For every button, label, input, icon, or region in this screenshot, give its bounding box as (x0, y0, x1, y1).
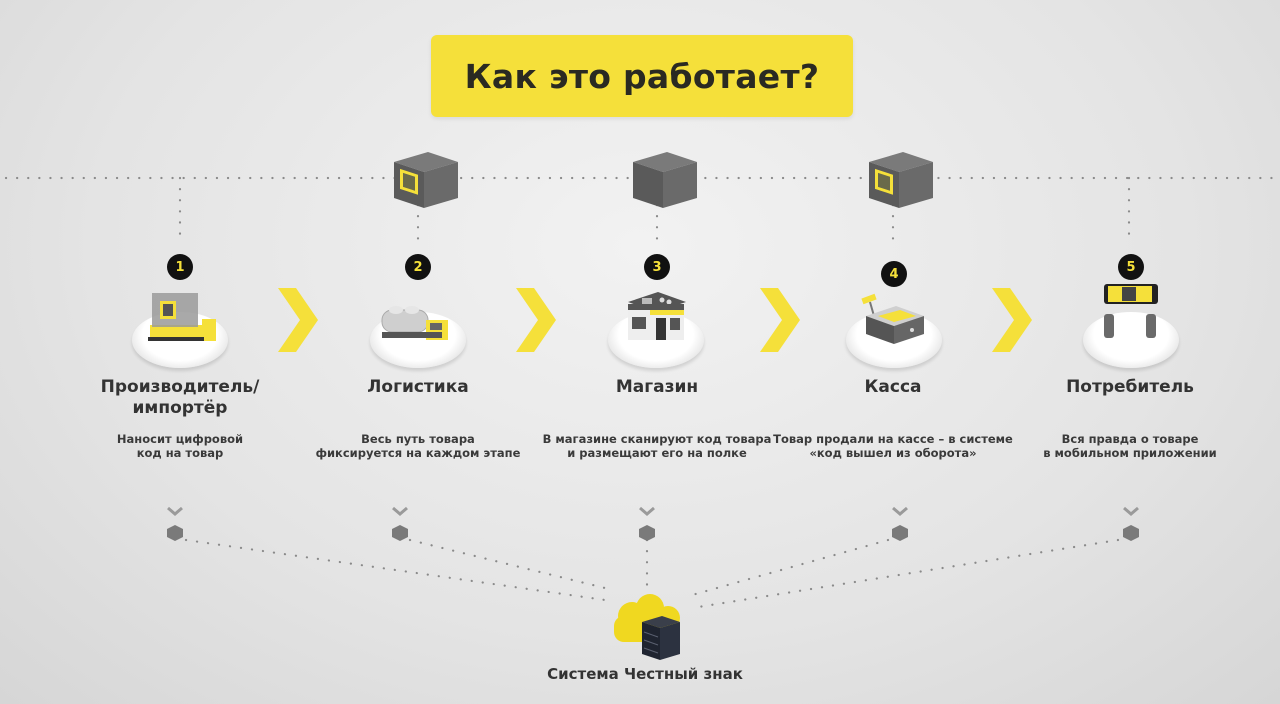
page-title: Как это работает? (464, 56, 820, 96)
cloud-server-icon (614, 594, 680, 660)
chevron-down-icon (392, 506, 408, 516)
step-title: Производитель/ (100, 377, 260, 397)
node-hexagon-icon (392, 525, 408, 541)
step-to-system-markers (167, 506, 1139, 541)
step-description-line2: фиксируется на каждом этапе (315, 446, 521, 460)
phone-scan-icon (1104, 284, 1158, 338)
chevron-right-icon (278, 288, 318, 352)
node-hexagon-icon (1123, 525, 1139, 541)
chevron-down-icon (639, 506, 655, 516)
step-title: Потребитель (1066, 377, 1194, 397)
step-description: В магазине сканируют код товара (542, 432, 772, 446)
step-number-badge: 2 (405, 254, 431, 280)
factory-icon (148, 293, 216, 341)
node-hexagon-icon (892, 525, 908, 541)
pedestal (1083, 312, 1179, 368)
step-description-line2: «код вышел из оборота» (809, 446, 977, 460)
truck-icon (381, 306, 448, 340)
box-icon (633, 152, 697, 208)
step-description: Товар продали на кассе – в системе (773, 432, 1013, 446)
store-icon (628, 292, 686, 340)
step-description: Наносит цифровой (116, 432, 244, 446)
chevron-right-icon (516, 288, 556, 352)
step-title: Магазин (615, 377, 699, 397)
step-title-line2: импортёр (132, 398, 228, 418)
step-number-badge: 5 (1118, 254, 1144, 280)
box-with-code-icon (869, 152, 933, 208)
chevron-right-icon (992, 288, 1032, 352)
step-number-badge: 4 (881, 261, 907, 287)
step-title: Логистика (367, 377, 469, 397)
node-hexagon-icon (639, 525, 655, 541)
step-number-badge: 1 (167, 254, 193, 280)
step-description-line2: в мобильном приложении (1043, 446, 1217, 460)
chevron-down-icon (892, 506, 908, 516)
step-description-line2: код на товар (136, 446, 224, 460)
step-description-line2: и размещают его на полке (567, 446, 747, 460)
chevron-right-icon (760, 288, 800, 352)
box-with-code-icon (394, 152, 458, 208)
step-description: Весь путь товара (361, 432, 475, 446)
step-number-badge: 3 (644, 254, 670, 280)
chevron-down-icon (1123, 506, 1139, 516)
title-banner: Как это работает? (431, 35, 853, 117)
step-description: Вся правда о товаре (1061, 432, 1199, 446)
chevron-down-icon (167, 506, 183, 516)
node-hexagon-icon (167, 525, 183, 541)
step-title: Касса (864, 377, 922, 397)
cash-register-icon (861, 293, 924, 344)
system-label: Система Честный знак (547, 665, 743, 683)
